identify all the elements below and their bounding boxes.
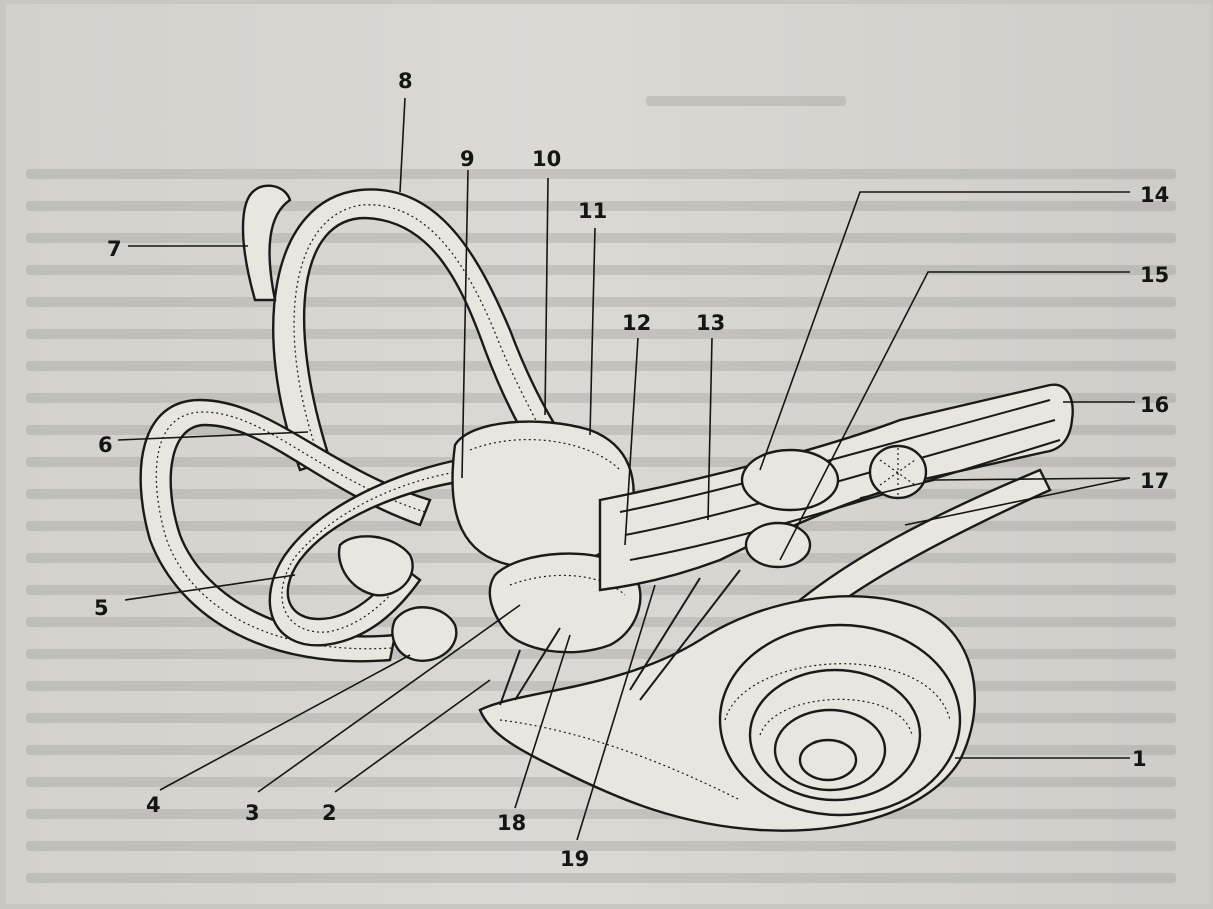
spiral-ganglion <box>746 523 810 567</box>
inner-ear-illustration <box>141 186 1073 831</box>
label-7: 7 <box>107 237 122 261</box>
label-5: 5 <box>94 596 109 620</box>
label-15: 15 <box>1140 263 1169 287</box>
label-14: 14 <box>1140 183 1169 207</box>
label-10: 10 <box>532 147 561 171</box>
vestibular-ganglion <box>742 450 838 510</box>
label-9: 9 <box>460 147 475 171</box>
label-6: 6 <box>98 433 113 457</box>
ampulla-posterior <box>392 607 456 661</box>
ampulla-lateral <box>339 536 413 595</box>
label-17: 17 <box>1140 469 1169 493</box>
label-18: 18 <box>497 811 526 835</box>
label-4: 4 <box>146 793 161 817</box>
label-11: 11 <box>578 199 607 223</box>
label-12: 12 <box>622 311 651 335</box>
label-1: 1 <box>1132 747 1147 771</box>
label-8: 8 <box>398 69 413 93</box>
label-13: 13 <box>696 311 725 335</box>
label-16: 16 <box>1140 393 1169 417</box>
label-3: 3 <box>245 801 260 825</box>
label-2: 2 <box>322 801 337 825</box>
label-19: 19 <box>560 847 589 871</box>
